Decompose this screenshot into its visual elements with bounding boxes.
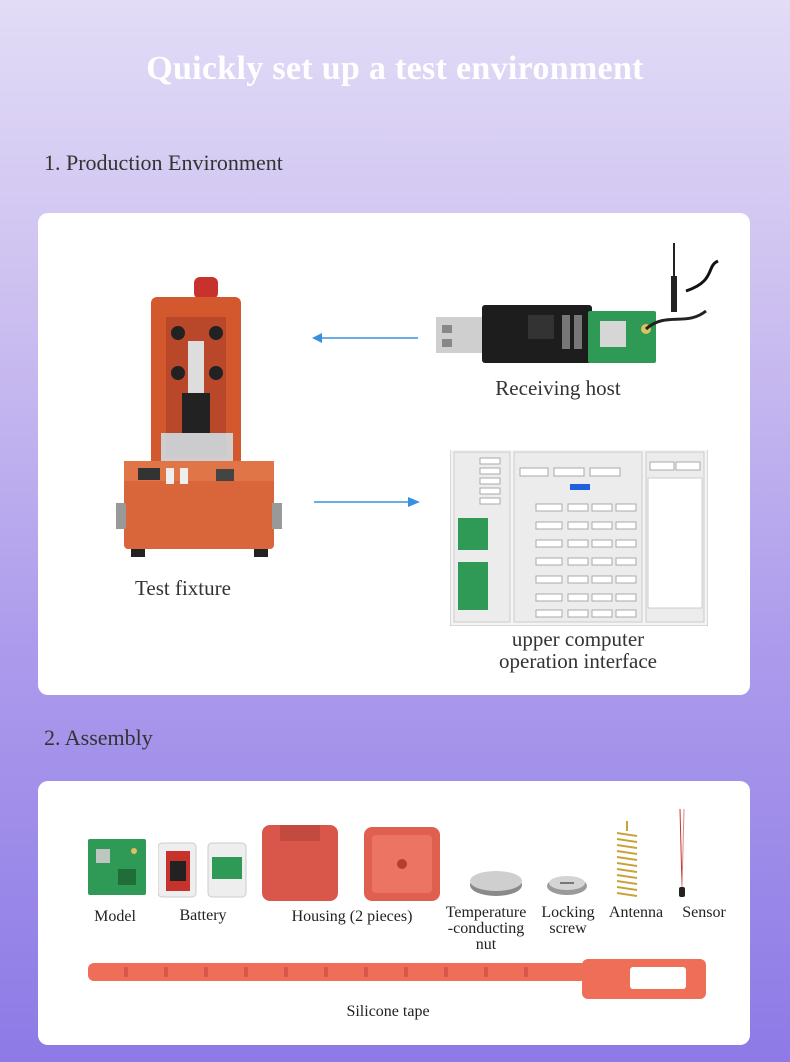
section-heading-production: 1. Production Environment <box>44 150 283 175</box>
upper-computer-label-line1: upper computer <box>511 627 645 651</box>
part-label-model: Model <box>94 908 136 925</box>
test-fixture-label: Test fixture <box>135 576 231 600</box>
model-board-image <box>88 839 146 895</box>
software-window-image <box>450 438 708 626</box>
test-fixture-image <box>116 277 282 557</box>
part-label-nut-line1: Temperature <box>445 904 527 921</box>
page-title: Quickly set up a test environment <box>146 50 644 87</box>
receiving-host-label: Receiving host <box>495 376 621 400</box>
antenna-image <box>616 821 638 897</box>
upper-computer-label: upper computer operation interface <box>458 628 698 672</box>
part-label-screw-line1: Locking <box>541 904 595 921</box>
silicone-tape-image <box>88 959 706 999</box>
sensor-image <box>679 809 685 897</box>
part-label-battery: Battery <box>179 907 227 924</box>
part-label-nut-line3: nut <box>475 936 497 953</box>
screw-image <box>547 876 587 895</box>
part-label-sensor: Sensor <box>682 904 726 921</box>
receiving-host-image <box>436 243 719 363</box>
part-label-nut: Temperature -conducting nut <box>438 905 534 953</box>
production-card: Receiving host Test fixture <box>38 213 750 695</box>
arrow-right-icon <box>314 497 420 507</box>
arrow-left-icon <box>312 333 418 343</box>
nut-image <box>470 871 522 896</box>
part-label-nut-line2: -conducting <box>447 920 525 937</box>
section-heading-assembly: 2. Assembly <box>44 725 153 750</box>
part-label-screw: Locking screw <box>536 905 600 937</box>
upper-computer-label-line2: operation interface <box>499 649 657 674</box>
part-label-screw-line2: screw <box>549 920 587 937</box>
battery-image <box>158 842 247 898</box>
part-label-antenna: Antenna <box>608 904 664 921</box>
housing-image <box>262 825 440 901</box>
part-label-silicone-tape: Silicone tape <box>346 1003 430 1020</box>
part-label-housing: Housing (2 pieces) <box>291 908 413 925</box>
assembly-card: Model Battery Housing (2 pieces) Tempera… <box>38 781 750 1045</box>
